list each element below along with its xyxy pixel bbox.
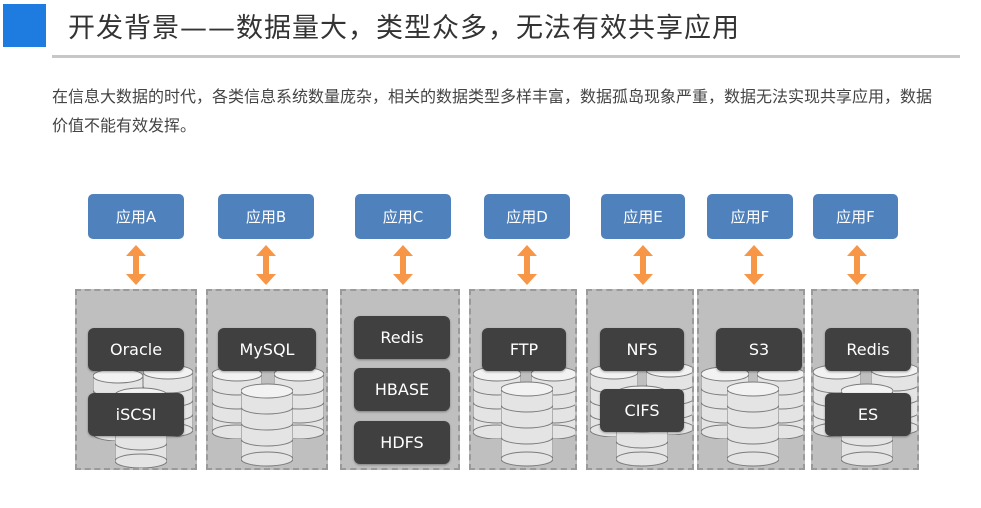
storage-tag-es: ES	[825, 393, 911, 436]
storage-tag-redis-2: Redis	[825, 328, 911, 371]
title-accent-square	[3, 4, 46, 47]
storage-panel-e: NFS CIFS	[586, 289, 694, 470]
app-box-f: 应用F	[707, 194, 793, 239]
storage-tag-oracle: Oracle	[88, 328, 184, 371]
storage-panel-f: S3	[697, 289, 805, 470]
database-stack-icon	[241, 383, 293, 467]
page-title: 开发背景——数据量大，类型众多，无法有效共享应用	[68, 13, 740, 44]
storage-panel-g: Redis ES	[811, 289, 919, 470]
intro-paragraph: 在信息大数据的时代，各类信息系统数量庞杂，相关的数据类型多样丰富，数据孤岛现象严…	[52, 87, 933, 135]
storage-tag-mysql: MySQL	[218, 328, 316, 371]
app-box-c: 应用C	[355, 194, 451, 239]
storage-tag-iscsi: iSCSI	[88, 393, 184, 436]
bidirectional-arrow-icon	[847, 245, 867, 285]
app-box-f-2: 应用F	[813, 194, 898, 239]
storage-panel-a: Oracle iSCSI	[75, 289, 197, 470]
storage-tag-redis: Redis	[354, 316, 450, 359]
storage-tag-s3: S3	[716, 328, 802, 371]
title-divider	[52, 55, 960, 58]
bidirectional-arrow-icon	[633, 245, 653, 285]
storage-panel-d: FTP	[469, 289, 577, 470]
bidirectional-arrow-icon	[744, 245, 764, 285]
storage-tag-ftp: FTP	[482, 328, 566, 371]
app-box-a: 应用A	[88, 194, 184, 239]
storage-tag-hdfs: HDFS	[354, 421, 450, 464]
bidirectional-arrow-icon	[393, 245, 413, 285]
storage-panel-c: Redis HBASE HDFS	[340, 289, 460, 470]
database-stack-icon	[727, 381, 779, 467]
app-box-b: 应用B	[218, 194, 314, 239]
bidirectional-arrow-icon	[256, 245, 276, 285]
storage-tag-nfs: NFS	[600, 328, 684, 371]
bidirectional-arrow-icon	[517, 245, 537, 285]
storage-tag-hbase: HBASE	[354, 368, 450, 411]
app-box-e: 应用E	[601, 194, 685, 239]
database-stack-icon	[501, 381, 553, 467]
storage-panel-b: MySQL	[206, 289, 328, 470]
storage-tag-cifs: CIFS	[600, 389, 684, 432]
bidirectional-arrow-icon	[126, 245, 146, 285]
app-box-d: 应用D	[484, 194, 570, 239]
